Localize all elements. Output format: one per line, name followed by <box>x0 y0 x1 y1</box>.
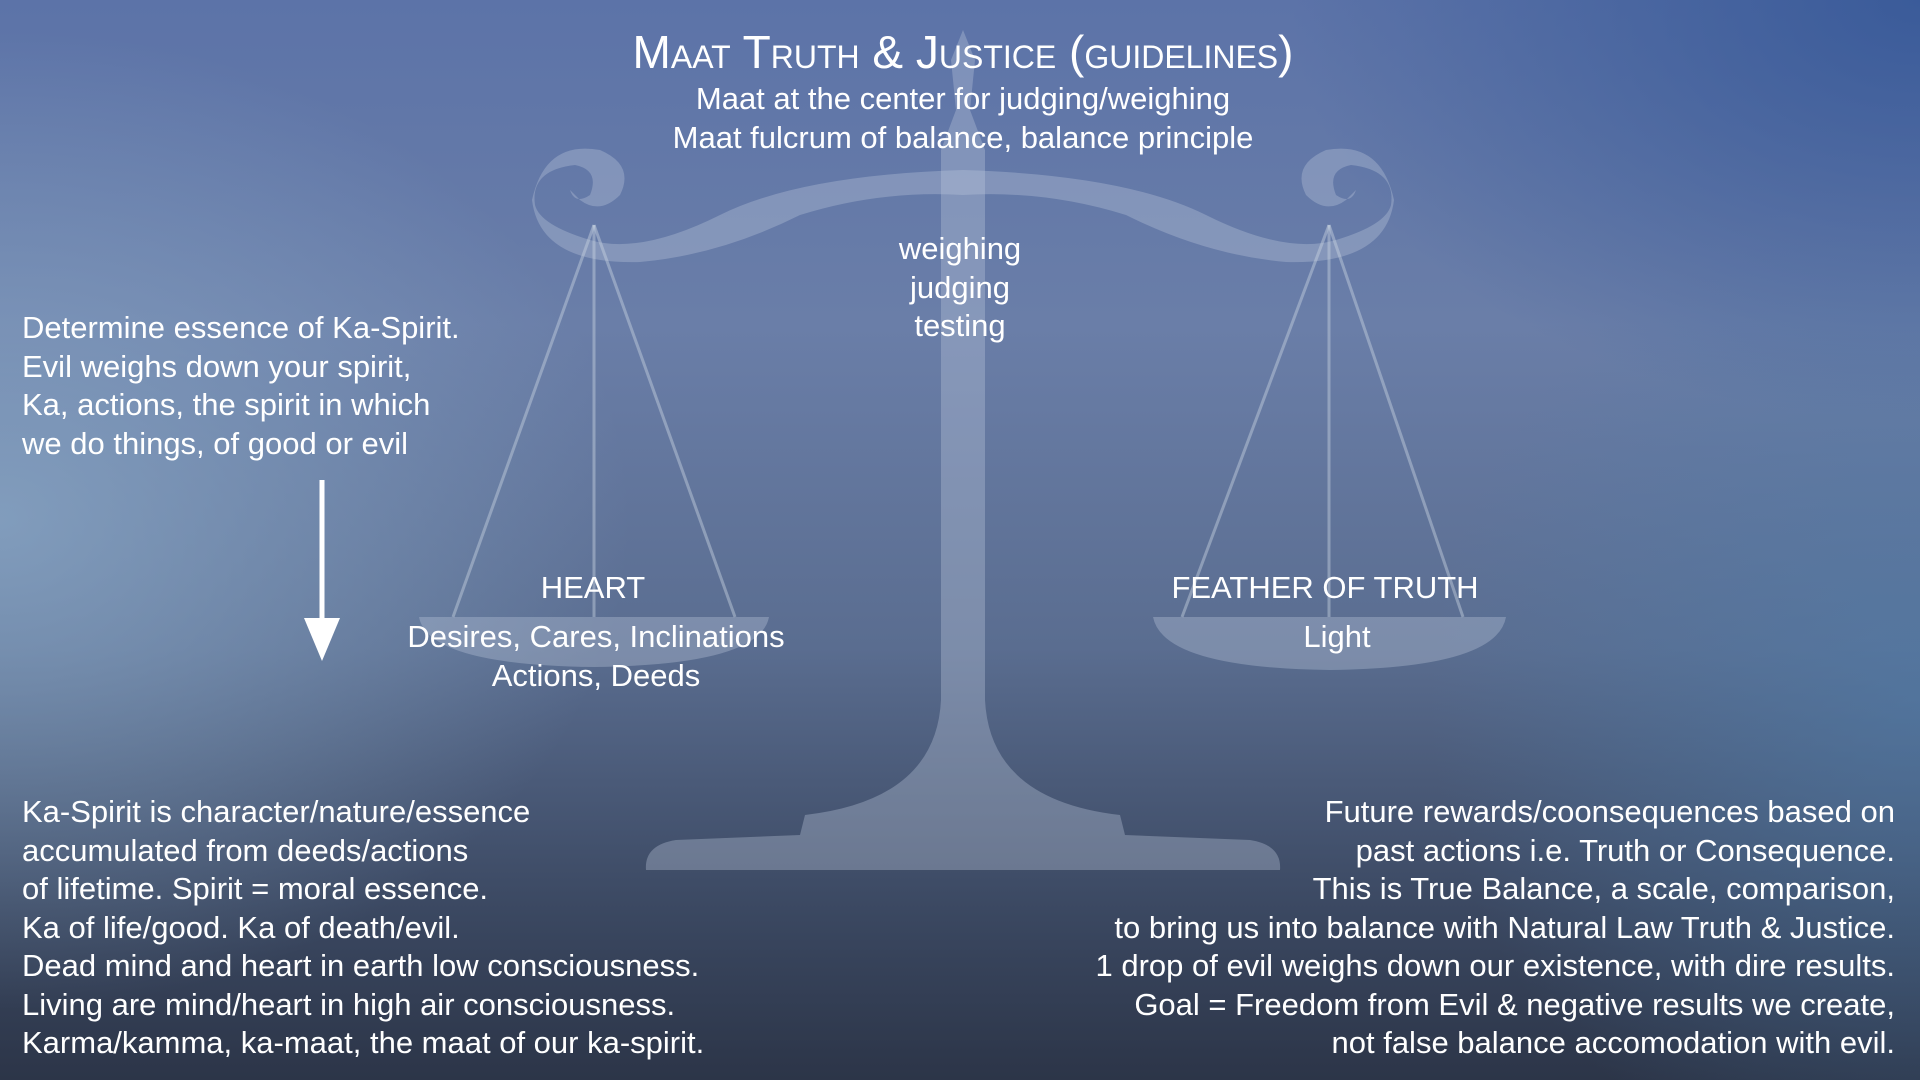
text-line: Actions, Deeds <box>491 657 701 693</box>
feather-label: FEATHER OF TRUTH <box>1171 570 1479 605</box>
subtitle: Maat at the center for judging/weighing … <box>673 80 1254 157</box>
bottom-left-text: Ka-Spirit is character/nature/essence ac… <box>22 793 704 1063</box>
center-word: judging <box>910 269 1010 305</box>
text-line: Determine essence of Ka-Spirit. <box>22 310 460 345</box>
subtitle-line: Maat at the center for judging/weighing <box>695 81 1231 116</box>
heart-label: HEART <box>540 570 646 605</box>
text-line: Ka-Spirit is character/nature/essence <box>22 794 531 829</box>
page-title: Maat Truth & Justice (guidelines) <box>632 26 1294 78</box>
subtitle-line: Maat fulcrum of balance, balance princip… <box>672 119 1254 155</box>
center-word: testing <box>914 308 1006 343</box>
text-line: past actions i.e. Truth or Consequence. <box>1355 832 1895 868</box>
text-line: Evil weighs down your spirit, <box>22 348 412 384</box>
text-line: Ka of life/good. Ka of death/evil. <box>22 909 460 945</box>
text-line: Ka, actions, the spirit in which <box>22 387 431 422</box>
center-word: weighing <box>898 231 1022 266</box>
text-line: accumulated from deeds/actions <box>22 832 469 868</box>
text-line: Future rewards/coonsequences based on <box>1324 794 1895 829</box>
heart-details: Desires, Cares, Inclinations Actions, De… <box>407 618 784 695</box>
text-line: Karma/kamma, ka-maat, the maat of our ka… <box>22 1025 705 1060</box>
center-words: weighing judging testing <box>899 230 1021 346</box>
text-line: Desires, Cares, Inclinations <box>407 619 785 654</box>
text-line: This is True Balance, a scale, compariso… <box>1312 871 1895 906</box>
text-line: 1 drop of evil weighs down our existence… <box>1095 948 1895 983</box>
text-line: of lifetime. Spirit = moral essence. <box>22 871 489 906</box>
left-intro: Determine essence of Ka-Spirit. Evil wei… <box>22 309 460 463</box>
text-line: not false balance accomodation with evil… <box>1331 1025 1896 1060</box>
text-line: to bring us into balance with Natural La… <box>1114 909 1895 945</box>
bottom-right-text: Future rewards/coonsequences based on pa… <box>1095 793 1895 1063</box>
arrow-down-icon <box>304 480 340 661</box>
feather-details: Light <box>1303 619 1371 654</box>
text-line: Dead mind and heart in earth low conscio… <box>22 948 700 983</box>
text-line: Goal = Freedom from Evil & negative resu… <box>1134 986 1895 1022</box>
text-line: we do things, of good or evil <box>22 425 409 461</box>
text-line: Living are mind/heart in high air consci… <box>22 986 676 1022</box>
